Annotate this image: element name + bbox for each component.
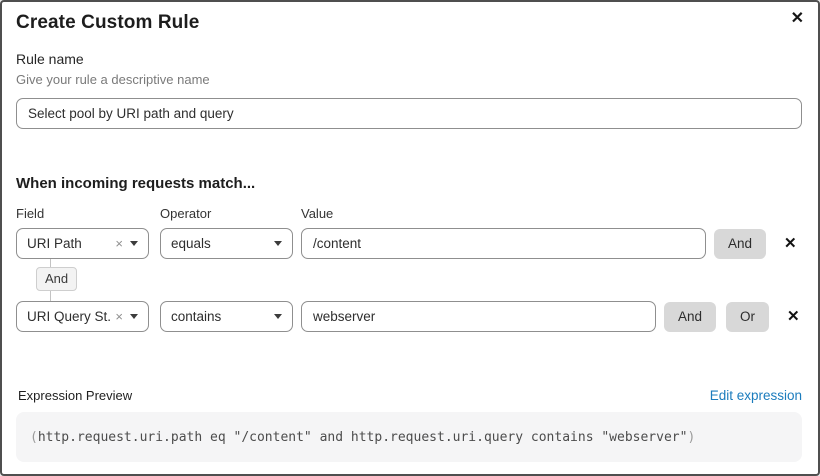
rule-name-helper-text: Give your rule a descriptive name xyxy=(16,72,210,87)
field-select[interactable]: URI Path × xyxy=(16,228,149,259)
expression-preview-label: Expression Preview xyxy=(18,388,133,403)
condition-column-labels: Field Operator Value xyxy=(16,206,804,221)
value-column-label: Value xyxy=(301,206,334,221)
connector-line xyxy=(50,291,51,301)
value-input[interactable] xyxy=(301,301,656,332)
operator-select-value: equals xyxy=(171,236,211,251)
and-connector-badge[interactable]: And xyxy=(36,267,78,291)
condition-row: URI Path × equals And ✕ xyxy=(16,228,804,259)
field-select-value: URI Query St... xyxy=(27,309,112,324)
operator-column-label: Operator xyxy=(160,206,212,221)
add-and-condition-button[interactable]: And xyxy=(664,301,717,332)
add-or-condition-button[interactable]: Or xyxy=(726,301,770,332)
rule-name-label: Rule name xyxy=(16,51,84,67)
connector-line xyxy=(50,259,51,267)
match-section-heading: When incoming requests match... xyxy=(16,175,256,192)
expression-body: http.request.uri.path eq "/content" and … xyxy=(37,429,688,445)
operator-select[interactable]: contains xyxy=(160,301,293,332)
operator-select-value: contains xyxy=(171,309,222,324)
chevron-down-icon xyxy=(274,314,282,319)
expression-close-paren: ) xyxy=(687,429,696,445)
clear-selection-icon[interactable]: × xyxy=(115,236,123,251)
operator-select[interactable]: equals xyxy=(160,228,293,259)
field-select-value: URI Path xyxy=(27,236,82,251)
expression-open-paren: ( xyxy=(30,429,38,445)
delete-condition-icon[interactable]: ✕ xyxy=(784,235,797,252)
chevron-down-icon xyxy=(130,241,138,246)
chevron-down-icon xyxy=(274,241,282,246)
field-select[interactable]: URI Query St... × xyxy=(16,301,149,332)
close-icon[interactable]: ✕ xyxy=(790,10,804,27)
value-input[interactable] xyxy=(301,228,706,259)
page-title: Create Custom Rule xyxy=(16,12,200,33)
add-and-condition-button[interactable]: And xyxy=(714,228,767,259)
expression-preview-code: ( http.request.uri.path eq "/content" an… xyxy=(16,412,802,462)
condition-connector: And xyxy=(36,259,804,301)
chevron-down-icon xyxy=(130,314,138,319)
edit-expression-link[interactable]: Edit expression xyxy=(709,388,802,403)
clear-selection-icon[interactable]: × xyxy=(115,309,123,324)
rule-name-input[interactable] xyxy=(16,98,802,129)
field-column-label: Field xyxy=(16,206,45,221)
delete-condition-icon[interactable]: ✕ xyxy=(787,308,800,325)
condition-row: URI Query St... × contains And Or ✕ xyxy=(16,301,804,332)
